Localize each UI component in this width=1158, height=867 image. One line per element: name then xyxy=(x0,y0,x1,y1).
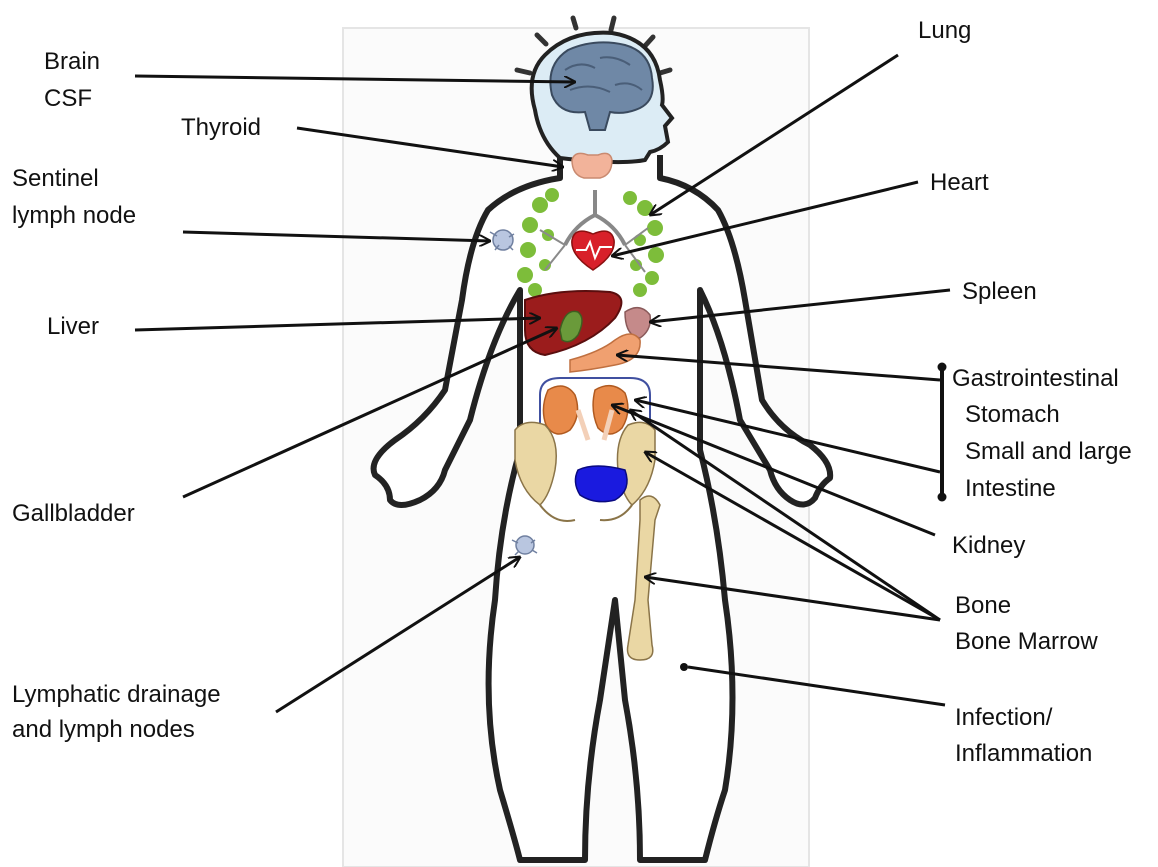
thyroid-icon xyxy=(572,153,612,178)
label-bone-marrow: Bone Marrow xyxy=(955,624,1098,660)
label-sentinel-line1: Sentinel xyxy=(12,161,99,197)
label-gastrointestinal: Gastrointestinal xyxy=(952,361,1119,397)
label-stomach: Stomach xyxy=(965,397,1060,433)
label-csf: CSF xyxy=(44,81,92,117)
label-liver: Liver xyxy=(47,309,99,345)
label-lymphatic-line2: and lymph nodes xyxy=(12,712,195,748)
label-lymphatic-line1: Lymphatic drainage xyxy=(12,677,221,713)
label-spleen: Spleen xyxy=(962,274,1037,310)
infection-dot xyxy=(680,663,688,671)
label-sentinel-line2: lymph node xyxy=(12,198,136,234)
label-kidney: Kidney xyxy=(952,528,1025,564)
label-gallbladder: Gallbladder xyxy=(12,496,135,532)
label-bone: Bone xyxy=(955,588,1011,624)
label-intestine: Intestine xyxy=(965,471,1056,507)
label-thyroid: Thyroid xyxy=(181,110,261,146)
gastro-bracket xyxy=(938,363,947,502)
label-inflammation: Inflammation xyxy=(955,736,1092,772)
label-heart: Heart xyxy=(930,165,989,201)
label-brain: Brain xyxy=(44,44,100,80)
label-small-large: Small and large xyxy=(965,434,1132,470)
label-infection: Infection/ xyxy=(955,700,1052,736)
bladder-icon xyxy=(575,466,627,502)
label-lung: Lung xyxy=(918,13,971,49)
